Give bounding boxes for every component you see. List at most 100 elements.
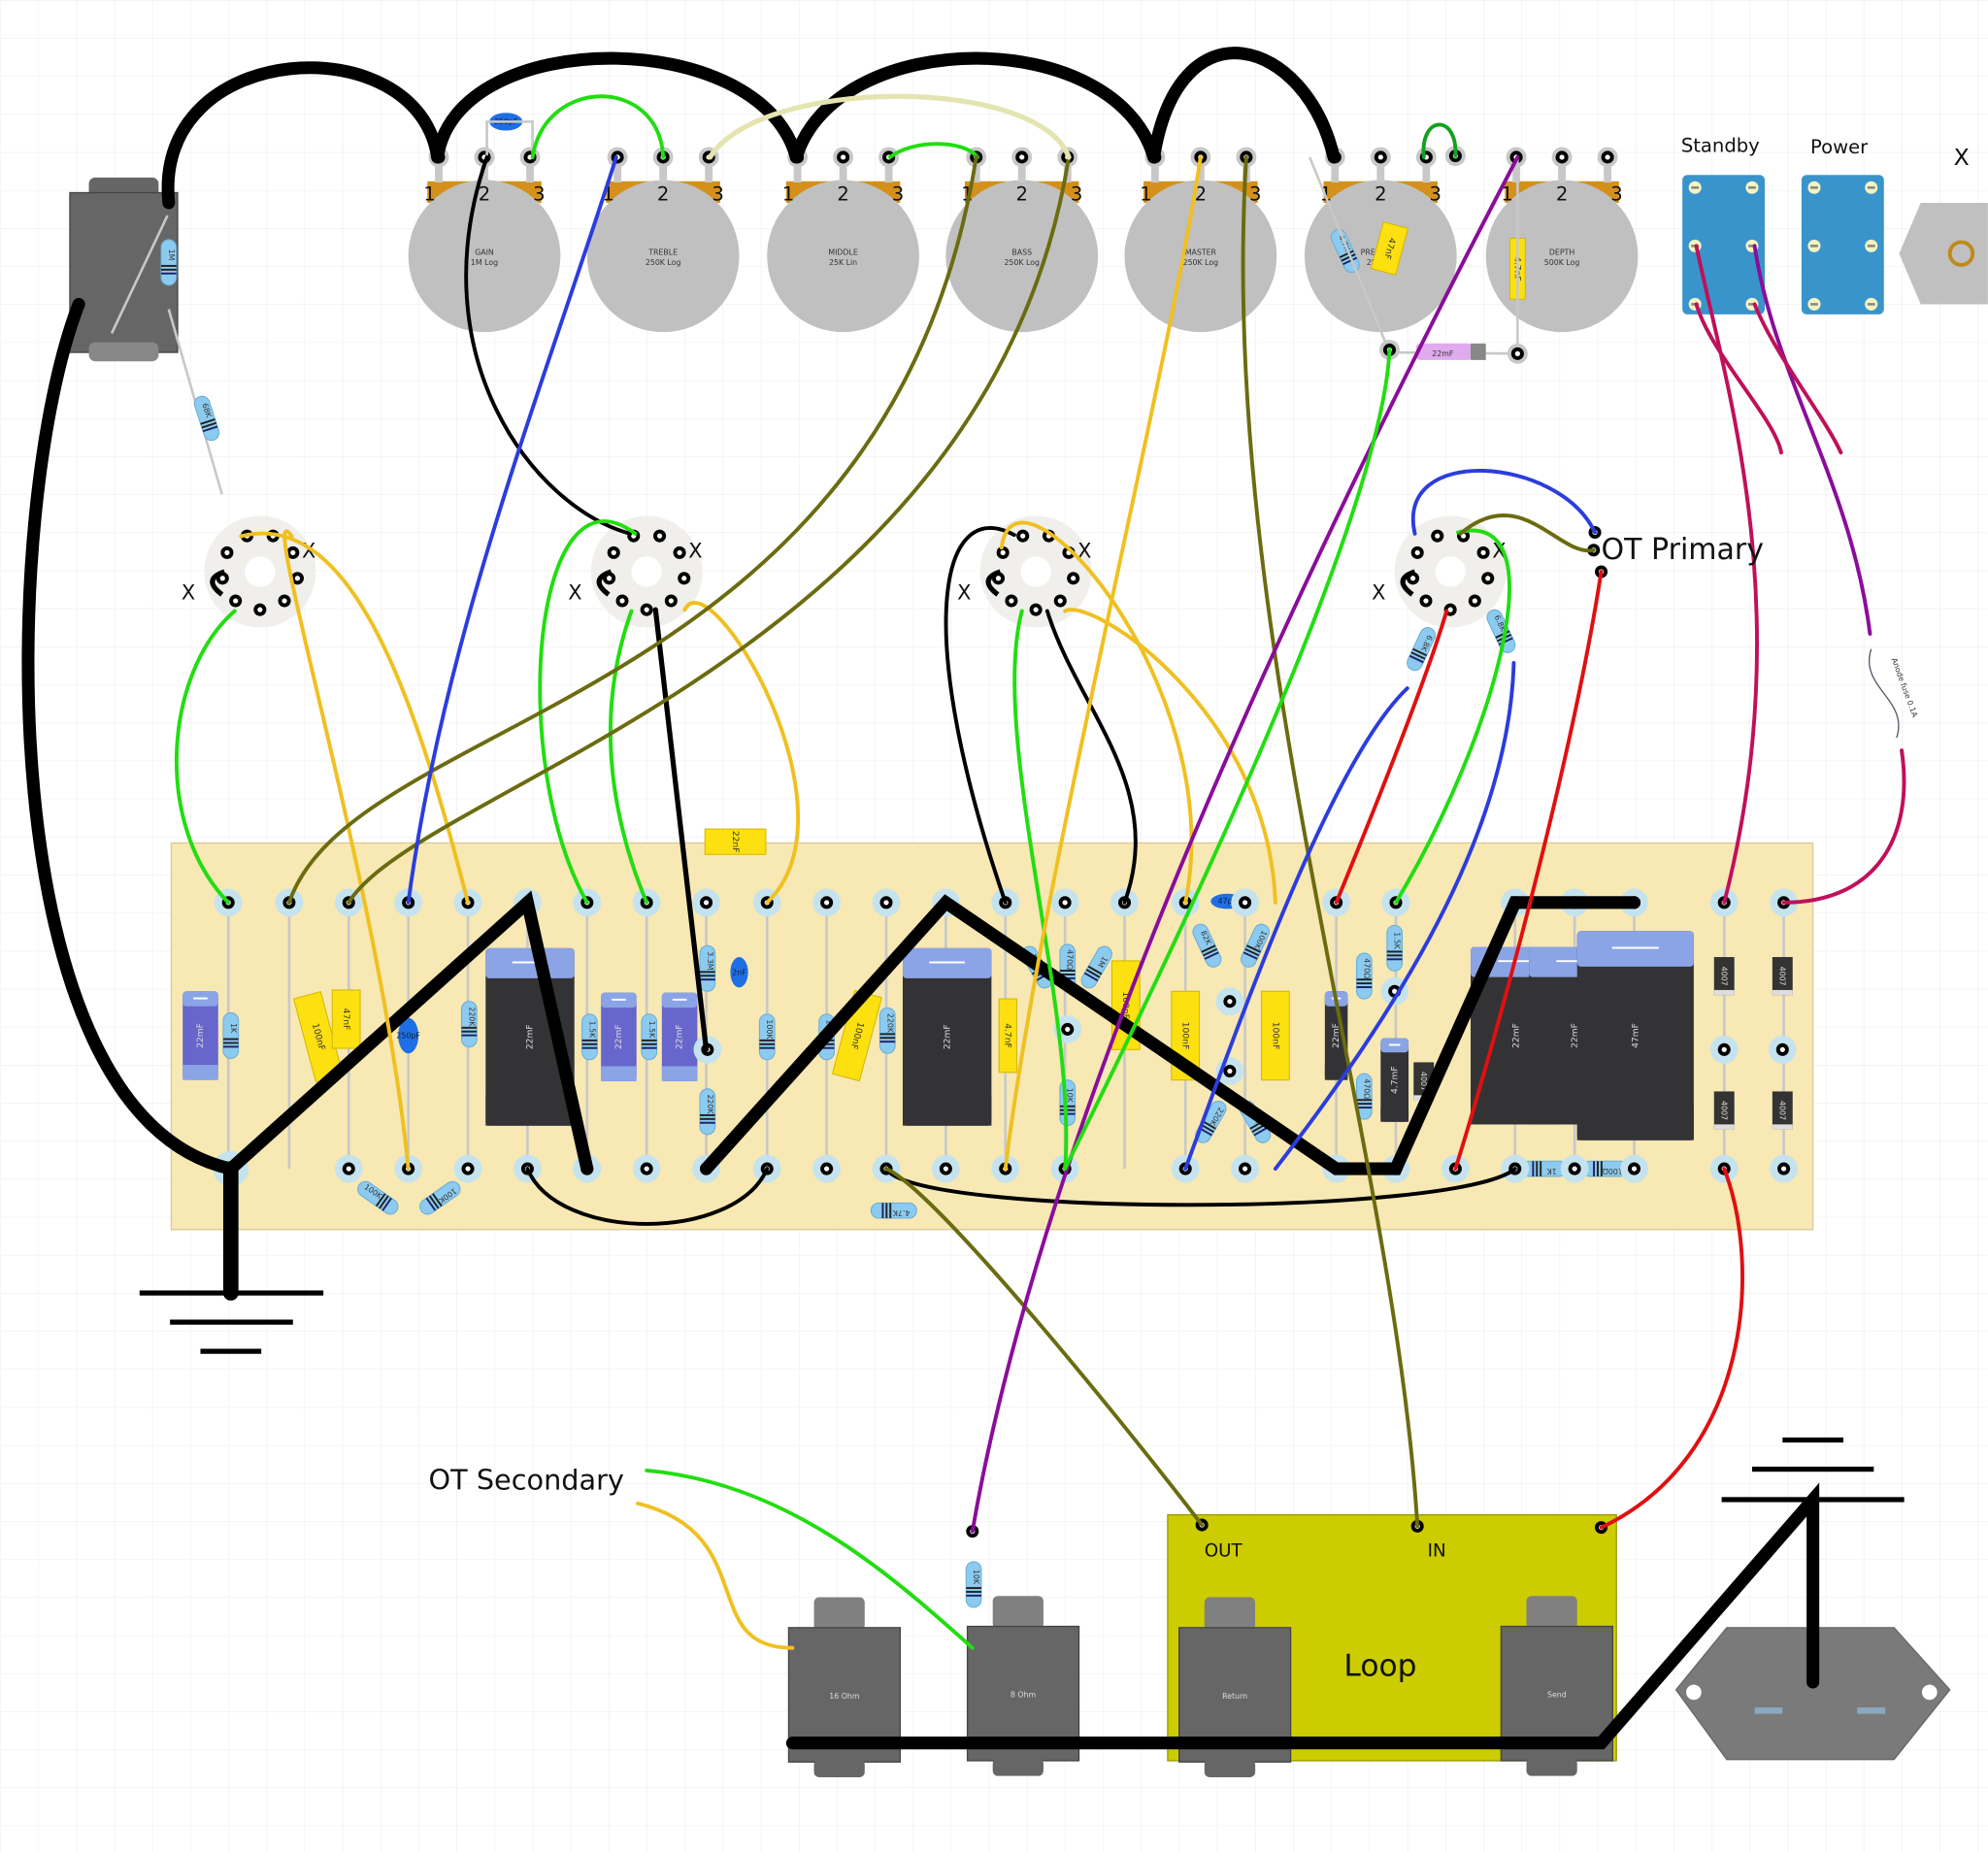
switch-body xyxy=(1801,175,1884,314)
jack-resistor-10k: 10K xyxy=(965,1561,982,1608)
yellow-wire xyxy=(682,601,800,905)
elco-body xyxy=(1324,991,1348,1080)
switch-lug-slot xyxy=(1748,185,1756,189)
board-elco: 4.7mF xyxy=(1380,1038,1409,1122)
socket-pin-center xyxy=(677,549,682,556)
switch-lug-slot xyxy=(1867,303,1875,306)
socket-pin-center xyxy=(290,549,296,556)
elco-bottom xyxy=(1576,1105,1694,1141)
board-film-cap: 47nF xyxy=(331,989,361,1049)
switch-lug-slot xyxy=(1691,185,1700,189)
pot-pin-leg xyxy=(705,159,713,183)
elco-label: 22mF xyxy=(526,1024,536,1049)
resistor-band xyxy=(966,1587,981,1590)
turret-center xyxy=(1572,1166,1577,1172)
resistor-band xyxy=(1202,1120,1216,1130)
dark-green-wire xyxy=(1063,347,1392,1172)
socket-pin-center xyxy=(224,549,230,556)
diode-label: 4007 xyxy=(1778,1101,1787,1120)
yellow-wire xyxy=(1063,608,1277,905)
ground-bus-wire xyxy=(224,890,594,1175)
socket-pin-center xyxy=(1009,598,1014,604)
resistor-band xyxy=(641,1046,657,1049)
resistor-band xyxy=(1356,1099,1373,1102)
resistor-band xyxy=(885,1203,888,1219)
iec-mount-hole xyxy=(1921,1684,1938,1701)
tube-socket-1: XX xyxy=(182,515,316,628)
fuse-element xyxy=(1869,648,1900,739)
switch-lug-slot xyxy=(1810,245,1818,248)
resistor-band xyxy=(818,1046,835,1049)
resistor-band xyxy=(432,1193,443,1207)
board-film-cap: 22nF xyxy=(704,828,767,855)
pot-pin-leg xyxy=(435,159,443,183)
olive-wire xyxy=(1458,513,1596,553)
pot-pin-leg xyxy=(839,159,847,183)
resistor-label: 470Ω xyxy=(1362,1078,1371,1099)
magenta-wire xyxy=(1752,302,1843,455)
iec-power-inlet xyxy=(1674,1627,1951,1761)
turret-center xyxy=(644,1166,649,1172)
resistor-band xyxy=(966,1594,981,1597)
lug-center xyxy=(1019,154,1025,160)
elco-label: 22mF xyxy=(614,1024,624,1049)
iec-pin xyxy=(1754,1707,1783,1714)
ot-secondary-label: OT Secondary xyxy=(429,1463,624,1496)
socket-x-label: X xyxy=(688,540,702,563)
ground-symbol-line xyxy=(200,1348,262,1354)
board-resistor-4k7: 4.7K xyxy=(870,1202,917,1219)
iec-body xyxy=(1674,1627,1951,1761)
resistor-band xyxy=(881,1203,884,1219)
elco-label: 22mF xyxy=(1571,1023,1580,1048)
resistor-label: 4.7K xyxy=(892,1208,910,1217)
board-big-elco: 22mF xyxy=(485,947,575,1126)
magenta-wire xyxy=(1781,748,1906,905)
magenta-wire xyxy=(1694,244,1759,905)
input-resistor-1m: 1M xyxy=(160,239,178,286)
switch-lug-slot xyxy=(1867,245,1875,248)
screen-resistor-1: 6.8K xyxy=(1407,627,1437,672)
depth-elco-label: 22mF xyxy=(1432,349,1454,358)
elco-body xyxy=(661,992,698,1081)
pot-pin-leg xyxy=(480,159,488,183)
jack-label: Send xyxy=(1547,1691,1567,1700)
diode-label: 4007 xyxy=(1419,1072,1428,1091)
resistor-band xyxy=(1204,951,1219,960)
diode-band xyxy=(1713,1124,1735,1130)
film-cap-label: 4.7nF xyxy=(1003,1023,1012,1048)
pot-body xyxy=(767,180,919,333)
elco-top xyxy=(1576,931,1694,967)
resistor-label: 220K xyxy=(885,1013,894,1034)
green-wire xyxy=(887,142,979,159)
jack-label: Return xyxy=(1222,1692,1247,1701)
board-big-elco: 47mF xyxy=(1576,931,1694,1141)
resistor-band xyxy=(1253,1126,1269,1137)
socket-x-label: X xyxy=(957,581,971,605)
diode-body xyxy=(1772,956,1793,996)
toggle-switch xyxy=(1899,202,1988,305)
pot-name: MASTER xyxy=(1185,248,1217,256)
elco-bottom xyxy=(661,1066,698,1081)
resistor-body xyxy=(193,395,220,442)
resistor-band xyxy=(641,1042,657,1045)
socket-pin-center xyxy=(1057,598,1063,604)
resistor-band xyxy=(222,1042,239,1044)
resistor-band xyxy=(581,1046,598,1049)
resistor-band xyxy=(1059,973,1076,976)
ot-secondary-green-wire xyxy=(645,1468,975,1650)
pot-pin-number: 3 xyxy=(1429,182,1441,205)
elco-body xyxy=(182,991,218,1080)
switch-x-label: X xyxy=(1954,144,1970,171)
pot-pin-leg xyxy=(1604,159,1611,183)
turret-center xyxy=(703,900,710,906)
resistor-band xyxy=(700,978,715,981)
ground-bus-wire xyxy=(789,51,1161,164)
pot-value: 250K Log xyxy=(646,258,681,267)
resistor-band xyxy=(889,1203,892,1219)
elco-bottom xyxy=(182,1065,218,1080)
lug-center xyxy=(1559,154,1565,160)
pot-name: GAIN xyxy=(475,248,494,256)
